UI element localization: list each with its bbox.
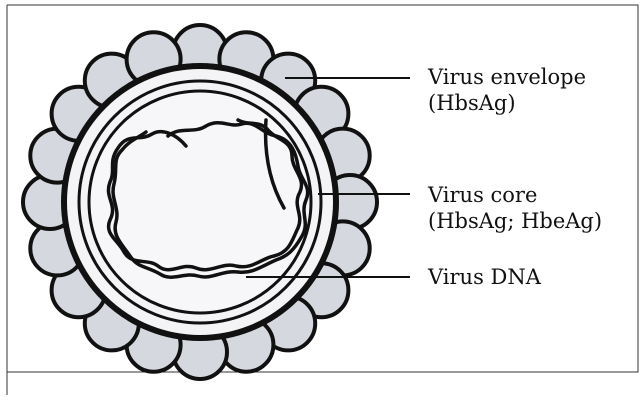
- envelope-label-line2: (HbsAg): [428, 90, 586, 116]
- core-label: Virus core (HbsAg; HbeAg): [428, 182, 602, 234]
- core-label-line2: (HbsAg; HbeAg): [428, 208, 602, 234]
- core-membrane-inner: [89, 91, 311, 313]
- dna-label-line1: Virus DNA: [428, 264, 541, 290]
- core-label-line1: Virus core: [428, 182, 602, 208]
- envelope-label-line1: Virus envelope: [428, 64, 586, 90]
- envelope-label: Virus envelope (HbsAg): [428, 64, 586, 116]
- dna-label: Virus DNA: [428, 264, 541, 290]
